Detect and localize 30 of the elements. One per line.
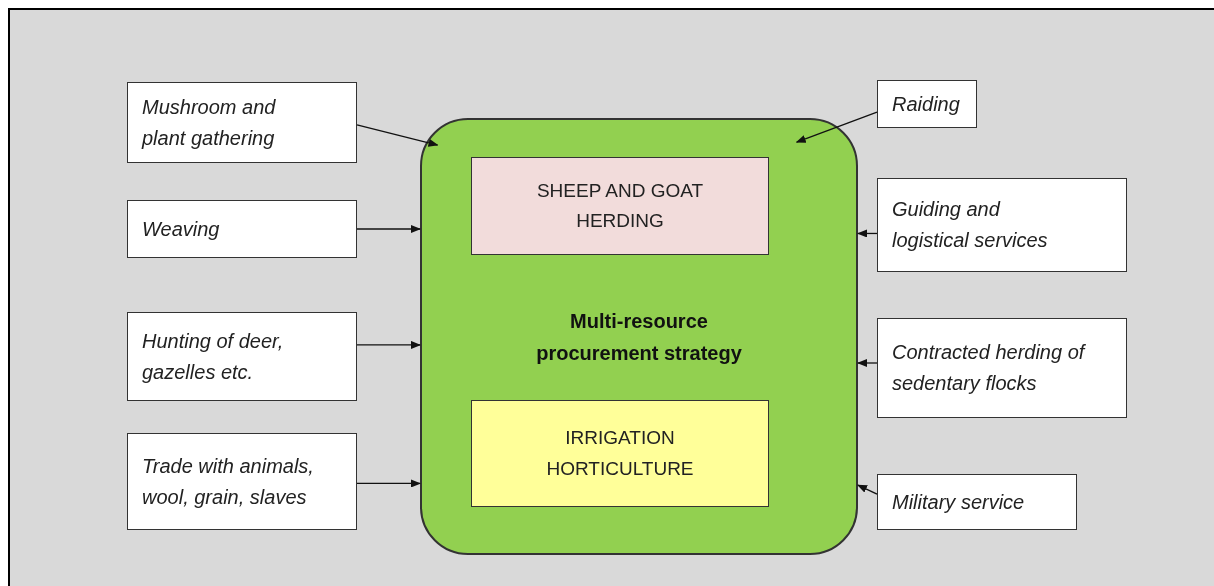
box-label: Weaving (142, 216, 220, 242)
box-label: Hunting of deer, gazelles etc. (142, 328, 285, 385)
box-label: Mushroom and plant gathering (142, 94, 277, 151)
activity-box (127, 433, 357, 530)
box-label: Contracted herding of sedentary flocks (892, 340, 1087, 396)
arrow (857, 229, 878, 238)
activity-box (877, 318, 1127, 418)
arrow (356, 225, 421, 233)
activity-box (127, 200, 357, 258)
panel-title: Multi-resource procurement strategy (535, 308, 743, 366)
activity-box (471, 157, 769, 255)
activity-box (877, 178, 1127, 272)
arrow (795, 111, 878, 143)
box-label: Raiding (892, 91, 960, 117)
arrow (356, 340, 421, 349)
arrow (356, 124, 439, 147)
box-label: Guiding and logistical services (892, 197, 1049, 253)
activity-box (877, 80, 977, 128)
arrow (857, 359, 878, 367)
arrow (857, 484, 878, 495)
activity-box (877, 474, 1077, 530)
box-label: SHEEP AND GOAT HERDING (535, 178, 705, 233)
box-label: Trade with animals, wool, grain, slaves (142, 453, 315, 510)
box-label: IRRIGATION HORTICULTURE (545, 426, 695, 481)
arrow (356, 479, 421, 488)
strategy-panel (420, 118, 858, 555)
box-label: Military service (892, 489, 1025, 515)
activity-box (127, 312, 357, 401)
activity-box (471, 400, 769, 507)
activity-box (127, 82, 357, 163)
